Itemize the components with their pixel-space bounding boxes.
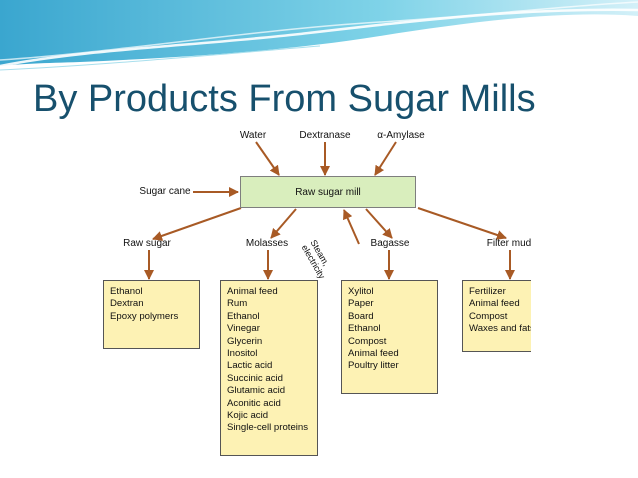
arrow-raw-sugar <box>152 207 242 241</box>
products-box-bagasse: Xylitol Paper Board Ethanol Compost Anim… <box>341 280 438 394</box>
product-item: Glutamic acid <box>227 385 286 397</box>
raw-sugar-mill-box: Raw sugar mill <box>240 176 416 208</box>
product-item: Ethanol <box>348 323 381 335</box>
product-item: Animal feed <box>227 286 278 297</box>
product-item: Board <box>348 310 374 322</box>
arrow-water <box>255 141 280 176</box>
product-item: Vinegar <box>227 323 260 335</box>
product-item: Ethanol <box>227 310 260 322</box>
slide-title: By Products From Sugar Mills <box>33 78 536 120</box>
input-dextranase: Dextranase <box>299 130 351 141</box>
product-item: Succinic acid <box>227 372 283 384</box>
products-box-raw-sugar: Ethanol Dextran Epoxy polymers <box>103 280 200 349</box>
arrow-steam <box>343 209 360 245</box>
product-item: Ethanol <box>110 286 143 297</box>
product-item: Compost <box>348 335 387 347</box>
product-item: Poultry litter <box>348 360 399 372</box>
decorative-wave-banner <box>0 0 638 71</box>
product-item: Dextran <box>110 298 144 310</box>
product-item: Animal feed <box>469 298 520 310</box>
branch-label-raw-sugar: Raw sugar <box>123 238 171 249</box>
product-item: Epoxy polymers <box>110 310 179 322</box>
product-item: Animal feed <box>348 348 399 360</box>
product-item: Glycerin <box>227 335 263 347</box>
product-item: Xylitol <box>348 286 374 297</box>
product-item: Single-cell proteins <box>227 422 309 434</box>
products-box-molasses: Animal feed Rum Ethanol Vinegar Glycerin… <box>220 280 318 456</box>
sugar-mill-byproducts-diagram: Water Dextranase α-Amylase Sugar cane Ra… <box>101 128 531 458</box>
product-item: Rum <box>227 298 248 310</box>
arrow-filter-mud <box>417 207 507 240</box>
branch-label-molasses: Molasses <box>245 238 289 249</box>
arrow-amylase <box>374 141 397 176</box>
input-sugar-cane: Sugar cane <box>139 186 191 197</box>
product-item: Lactic acid <box>227 360 273 372</box>
branch-label-bagasse: Bagasse <box>370 238 410 249</box>
branch-label-filter-mud: Filter mud <box>486 238 531 249</box>
product-item: Fertilizer <box>469 286 506 297</box>
product-item: Inositol <box>227 348 258 360</box>
product-item: Aconitic acid <box>227 397 281 409</box>
raw-sugar-mill-label: Raw sugar mill <box>295 186 361 198</box>
product-item: Compost <box>469 310 508 322</box>
arrow-bagasse <box>365 208 393 239</box>
input-water: Water <box>239 130 267 141</box>
products-box-filter-mud: Fertilizer Animal feed Compost Waxes and… <box>462 280 531 352</box>
input-amylase: α-Amylase <box>377 130 425 141</box>
product-item: Kojic acid <box>227 410 269 422</box>
product-item: Paper <box>348 298 374 310</box>
flow-arrows <box>144 141 515 280</box>
arrow-molasses <box>270 208 297 239</box>
product-item: Waxes and fats <box>469 323 531 335</box>
